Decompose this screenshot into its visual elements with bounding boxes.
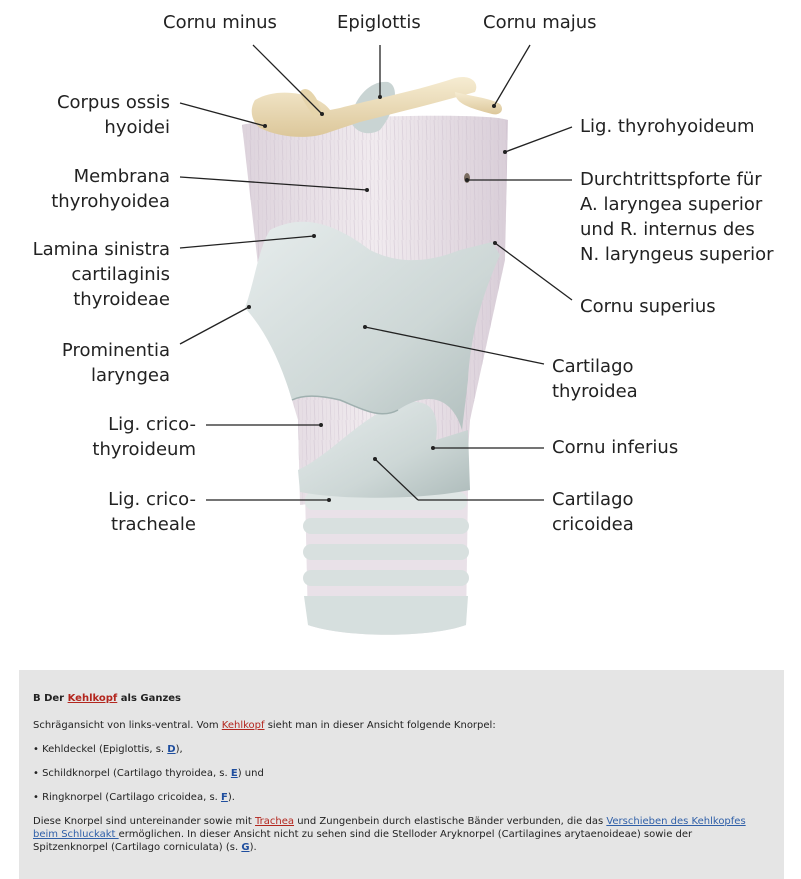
bullet-3-text: • Ringknorpel (Cartilago cricoidea, s. — [33, 792, 222, 803]
label-cornu-superius: Cornu superius — [580, 296, 716, 317]
bullet-2-end: ) und — [237, 768, 264, 779]
ref-f-link[interactable]: F — [221, 792, 228, 803]
para-text-2: und Zungenbein durch elastische Bänder v… — [294, 816, 607, 827]
cartilago-thyroidea-shape — [245, 221, 500, 430]
ref-e-link[interactable]: E — [230, 768, 238, 779]
para-text-3: ermöglichen. In dieser Ansicht nicht zu … — [33, 829, 693, 853]
leader-lines — [179, 44, 573, 501]
ref-d-link[interactable]: D — [167, 744, 176, 755]
label-membrana-thyrohyoidea: Membrana thyrohyoidea — [51, 166, 170, 212]
trachea-link[interactable]: Trachea — [255, 816, 295, 827]
label-lig-thyrohyoideum: Lig. thyrohyoideum — [580, 116, 755, 137]
kehlkopf-intro-link[interactable]: Kehlkopf — [221, 720, 265, 731]
label-epiglottis: Epiglottis — [337, 12, 421, 33]
label-lig-cricothyroideum: Lig. crico- thyroideum — [92, 414, 196, 460]
label-cornu-inferius: Cornu inferius — [552, 437, 679, 458]
bullet-1-end: ), — [175, 744, 183, 755]
caption-title-suffix: als Ganzes — [117, 693, 182, 704]
caption-intro-text-2: sieht man in dieser Ansicht folgende Kno… — [264, 720, 496, 731]
label-prominentia-laryngea: Prominentia laryngea — [61, 340, 170, 386]
label-cornu-minus: Cornu minus — [163, 12, 277, 33]
label-cornu-majus: Cornu majus — [483, 12, 597, 33]
caption-intro-text-1: Schrägansicht von links-ventral. Vom — [33, 720, 222, 731]
para-text-1: Diese Knorpel sind untereinander sowie m… — [33, 816, 256, 827]
caption-bullet-1: • Kehldeckel (Epiglottis, s. D), — [33, 743, 770, 756]
label-lamina-sinistra: Lamina sinistra cartilaginis thyroideae — [32, 239, 170, 310]
caption-bullet-2: • Schildknorpel (Cartilago thyroidea, s.… — [33, 767, 770, 780]
caption-paragraph: Diese Knorpel sind untereinander sowie m… — [33, 815, 770, 854]
label-corpus-ossis-hyoidei: Corpus ossis hyoidei — [56, 92, 170, 138]
verschieben-link[interactable]: Verschieben des Kehlkopfes beim Schlucka… — [33, 816, 746, 840]
bullet-3-end: ). — [227, 792, 235, 803]
larynx-illustration — [179, 44, 573, 635]
para-end: ). — [249, 842, 257, 853]
label-cartilago-cricoidea: Cartilago cricoidea — [552, 489, 634, 535]
caption-intro: Schrägansicht von links-ventral. Vom Keh… — [33, 719, 770, 732]
trachea-shape — [303, 490, 469, 635]
caption-box: B Der Kehlkopf als Ganzes Schrägansicht … — [19, 670, 784, 879]
caption-bullet-3: • Ringknorpel (Cartilago cricoidea, s. F… — [33, 791, 770, 804]
label-durchtrittspforte: Durchtrittspforte für A. laryngea superi… — [580, 169, 774, 265]
caption-title: B Der Kehlkopf als Ganzes — [33, 692, 770, 705]
label-lig-cricotracheale: Lig. crico- tracheale — [108, 489, 196, 535]
bullet-1-text: • Kehldeckel (Epiglottis, s. — [33, 744, 168, 755]
kehlkopf-title-link[interactable]: Kehlkopf — [67, 693, 118, 704]
leader-endpoints — [247, 95, 507, 502]
cartilago-cricoidea-shape — [298, 401, 470, 498]
caption-title-prefix: B Der — [33, 693, 68, 704]
ref-g-link[interactable]: G — [241, 842, 250, 853]
label-cartilago-thyroidea: Cartilago thyroidea — [552, 356, 638, 402]
bullet-2-text: • Schildknorpel (Cartilago thyroidea, s. — [33, 768, 231, 779]
